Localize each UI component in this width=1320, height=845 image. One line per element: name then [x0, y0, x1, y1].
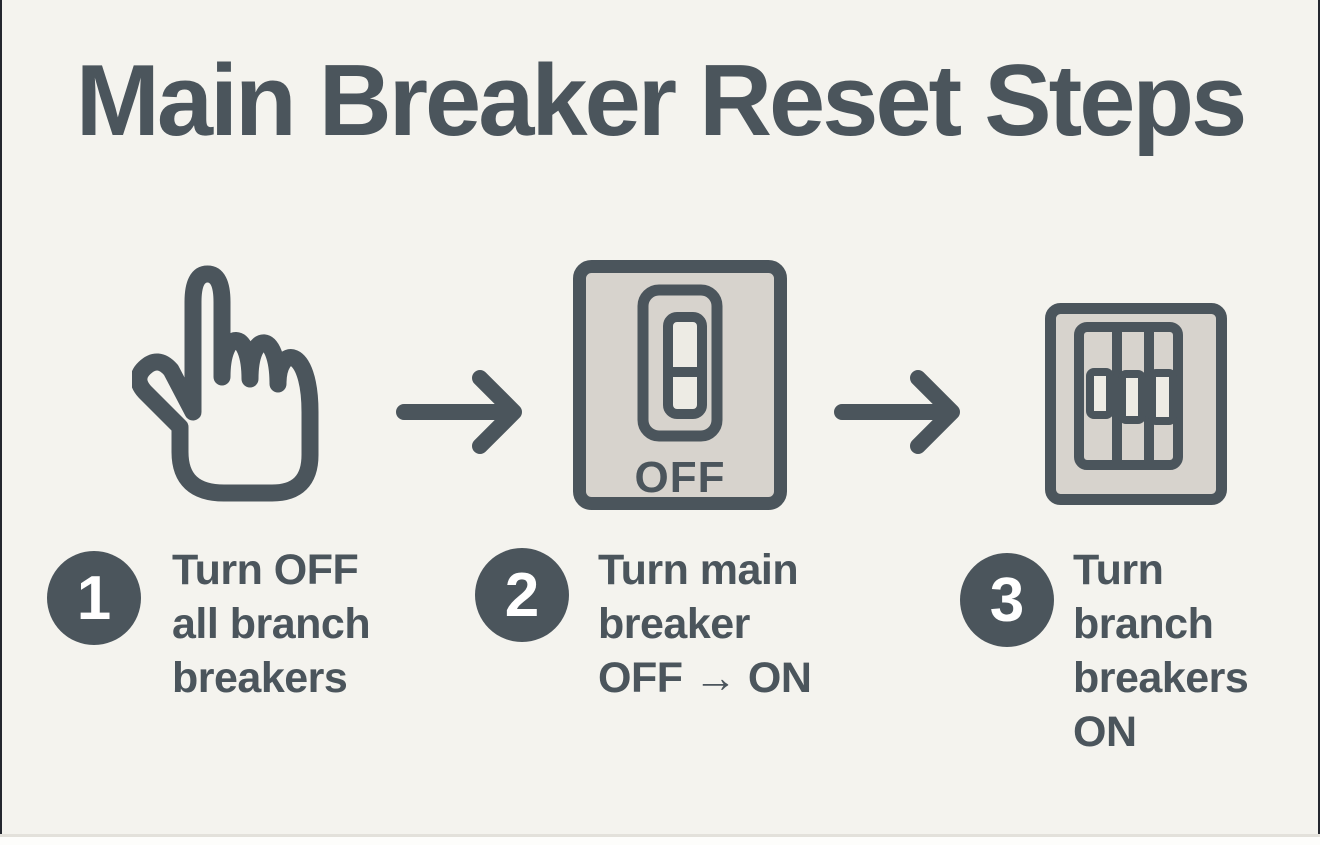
switch-off-label: OFF — [635, 453, 726, 502]
pointing-hand-icon — [132, 262, 332, 507]
step-1-number: 1 — [76, 563, 112, 633]
step-2-number-badge: 2 — [475, 548, 569, 642]
step-2-number: 2 — [504, 560, 540, 630]
page-title: Main Breaker Reset Steps — [75, 45, 1248, 157]
step-1-caption: Turn OFF all branch breakers — [172, 546, 371, 702]
step-3-caption: Turn branch breakers ON — [1073, 546, 1249, 756]
step-1-number-badge: 1 — [47, 551, 141, 645]
right-arrow-icon — [830, 362, 980, 462]
step-3-number-badge: 3 — [960, 553, 1054, 647]
bottom-edge-strip — [0, 834, 1320, 845]
step-2-caption: Turn main breaker OFF → ON — [598, 546, 812, 702]
left-edge-line — [0, 0, 2, 838]
step-3-number: 3 — [989, 565, 1025, 635]
off-switch-icon: OFF — [573, 260, 787, 510]
right-arrow-icon — [392, 362, 542, 462]
breaker-panel-icon — [1045, 303, 1227, 505]
right-edge-line — [1318, 0, 1320, 845]
